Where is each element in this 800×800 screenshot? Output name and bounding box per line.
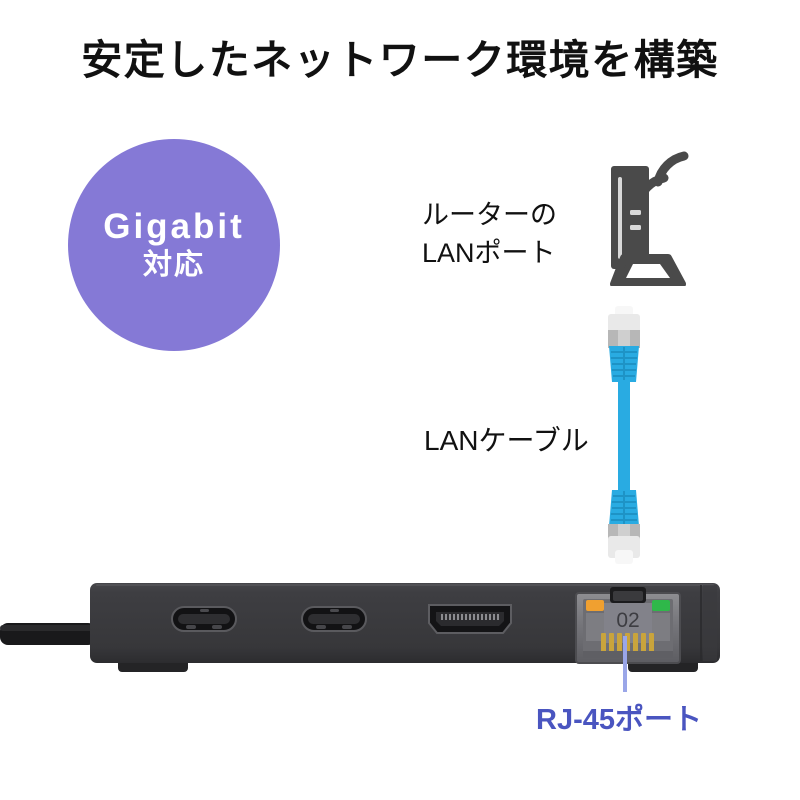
gigabit-badge-sub-label: 対応 <box>142 249 205 282</box>
rj45-port-marking: 02 <box>616 609 639 632</box>
lan-cable-label: LANケーブル <box>424 425 589 456</box>
router-label: ルーターの LANポート <box>422 196 557 273</box>
page-title: 安定したネットワーク環境を構築 <box>81 37 719 83</box>
router-label-line2: LANポート <box>422 238 556 269</box>
lan-cable-icon <box>596 306 652 564</box>
wifi-router-icon <box>596 146 694 288</box>
router-label-line1: ルーターの <box>422 200 557 230</box>
gigabit-badge: Gigabit 対応 <box>68 139 280 351</box>
rj45-callout-label: RJ-45ポート <box>536 704 702 736</box>
usb-c-docking-station: 02 <box>0 555 800 685</box>
rj45-callout-line <box>623 636 627 692</box>
gigabit-badge-main-label: Gigabit <box>103 207 245 247</box>
